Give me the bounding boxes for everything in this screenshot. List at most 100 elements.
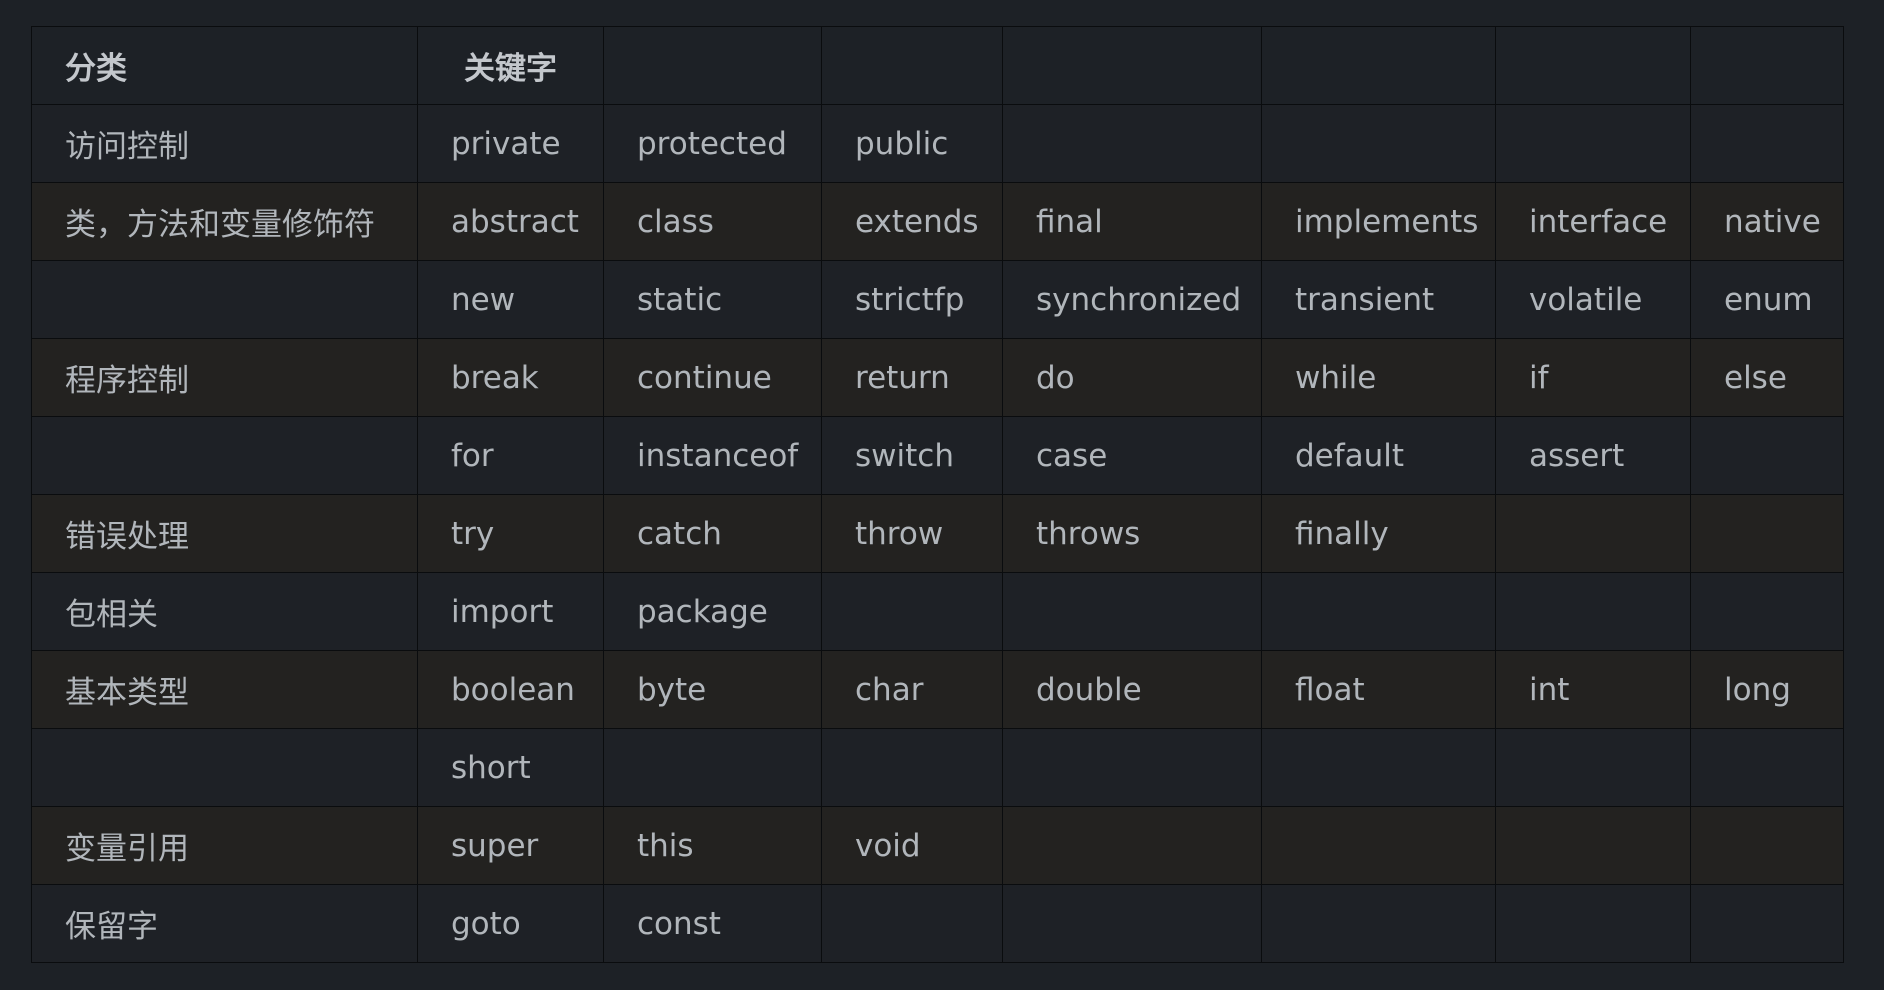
keyword-cell <box>1690 572 1844 651</box>
keyword-cell: implements <box>1261 182 1496 261</box>
keyword-cell: volatile <box>1495 260 1691 339</box>
keyword-cell: double <box>1002 650 1262 729</box>
keyword-cell <box>1495 572 1691 651</box>
keyword-cell: native <box>1690 182 1844 261</box>
category-cell: 错误处理 <box>31 494 418 573</box>
keyword-cell: throw <box>821 494 1003 573</box>
keyword-cell: private <box>417 104 604 183</box>
keyword-cell: class <box>603 182 822 261</box>
keyword-cell: import <box>417 572 604 651</box>
header-cell <box>1690 26 1844 105</box>
keyword-cell <box>821 572 1003 651</box>
keyword-cell: do <box>1002 338 1262 417</box>
header-category: 分类 <box>31 26 418 105</box>
keyword-cell: default <box>1261 416 1496 495</box>
keyword-cell <box>1690 416 1844 495</box>
keyword-cell: public <box>821 104 1003 183</box>
keyword-cell: int <box>1495 650 1691 729</box>
keyword-cell: synchronized <box>1002 260 1262 339</box>
keyword-cell: transient <box>1261 260 1496 339</box>
keyword-cell <box>1495 806 1691 885</box>
keyword-cell <box>1690 806 1844 885</box>
keyword-cell: continue <box>603 338 822 417</box>
header-cell <box>1495 26 1691 105</box>
category-cell <box>31 260 418 339</box>
keyword-cell <box>1002 104 1262 183</box>
header-cell <box>1002 26 1262 105</box>
keyword-cell: abstract <box>417 182 604 261</box>
keyword-cell: package <box>603 572 822 651</box>
keyword-cell: try <box>417 494 604 573</box>
keyword-cell <box>1261 104 1496 183</box>
keyword-cell: throws <box>1002 494 1262 573</box>
category-cell: 访问控制 <box>31 104 418 183</box>
keyword-cell: interface <box>1495 182 1691 261</box>
keyword-cell: final <box>1002 182 1262 261</box>
keyword-cell <box>1690 728 1844 807</box>
keyword-cell: const <box>603 884 822 963</box>
keyword-cell <box>1261 884 1496 963</box>
keyword-cell <box>1495 494 1691 573</box>
keyword-cell: long <box>1690 650 1844 729</box>
keyword-cell: float <box>1261 650 1496 729</box>
keyword-cell: char <box>821 650 1003 729</box>
category-cell: 变量引用 <box>31 806 418 885</box>
category-cell: 保留字 <box>31 884 418 963</box>
keyword-cell <box>1002 572 1262 651</box>
keyword-cell: strictfp <box>821 260 1003 339</box>
keyword-cell: if <box>1495 338 1691 417</box>
keyword-cell: assert <box>1495 416 1691 495</box>
keyword-cell <box>1495 728 1691 807</box>
keyword-cell: super <box>417 806 604 885</box>
keyword-cell <box>821 884 1003 963</box>
keyword-cell: instanceof <box>603 416 822 495</box>
keyword-cell <box>1002 884 1262 963</box>
keyword-cell <box>1002 728 1262 807</box>
keyword-cell: switch <box>821 416 1003 495</box>
keyword-cell <box>603 728 822 807</box>
keyword-cell: return <box>821 338 1003 417</box>
keyword-cell: this <box>603 806 822 885</box>
keyword-cell: goto <box>417 884 604 963</box>
keyword-cell: catch <box>603 494 822 573</box>
keyword-cell <box>1690 104 1844 183</box>
header-cell <box>603 26 822 105</box>
table-row: short <box>31 728 1844 807</box>
keyword-cell: new <box>417 260 604 339</box>
table-header-row: 分类 关键字 <box>31 26 1844 105</box>
keyword-cell <box>1002 806 1262 885</box>
category-cell: 程序控制 <box>31 338 418 417</box>
keyword-cell: static <box>603 260 822 339</box>
keyword-cell: protected <box>603 104 822 183</box>
keyword-cell: for <box>417 416 604 495</box>
header-cell <box>1261 26 1496 105</box>
keyword-cell: extends <box>821 182 1003 261</box>
keyword-cell: else <box>1690 338 1844 417</box>
keyword-cell: enum <box>1690 260 1844 339</box>
keyword-cell <box>1261 806 1496 885</box>
keyword-cell <box>1261 572 1496 651</box>
keyword-cell <box>1690 494 1844 573</box>
category-cell <box>31 728 418 807</box>
keyword-cell <box>1495 104 1691 183</box>
keyword-cell: break <box>417 338 604 417</box>
keyword-cell: finally <box>1261 494 1496 573</box>
keyword-cell: void <box>821 806 1003 885</box>
category-cell: 类，方法和变量修饰符 <box>31 182 418 261</box>
keyword-cell: byte <box>603 650 822 729</box>
keyword-cell <box>1690 884 1844 963</box>
keyword-cell <box>821 728 1003 807</box>
keyword-cell <box>1495 884 1691 963</box>
header-keywords: 关键字 <box>417 26 604 105</box>
